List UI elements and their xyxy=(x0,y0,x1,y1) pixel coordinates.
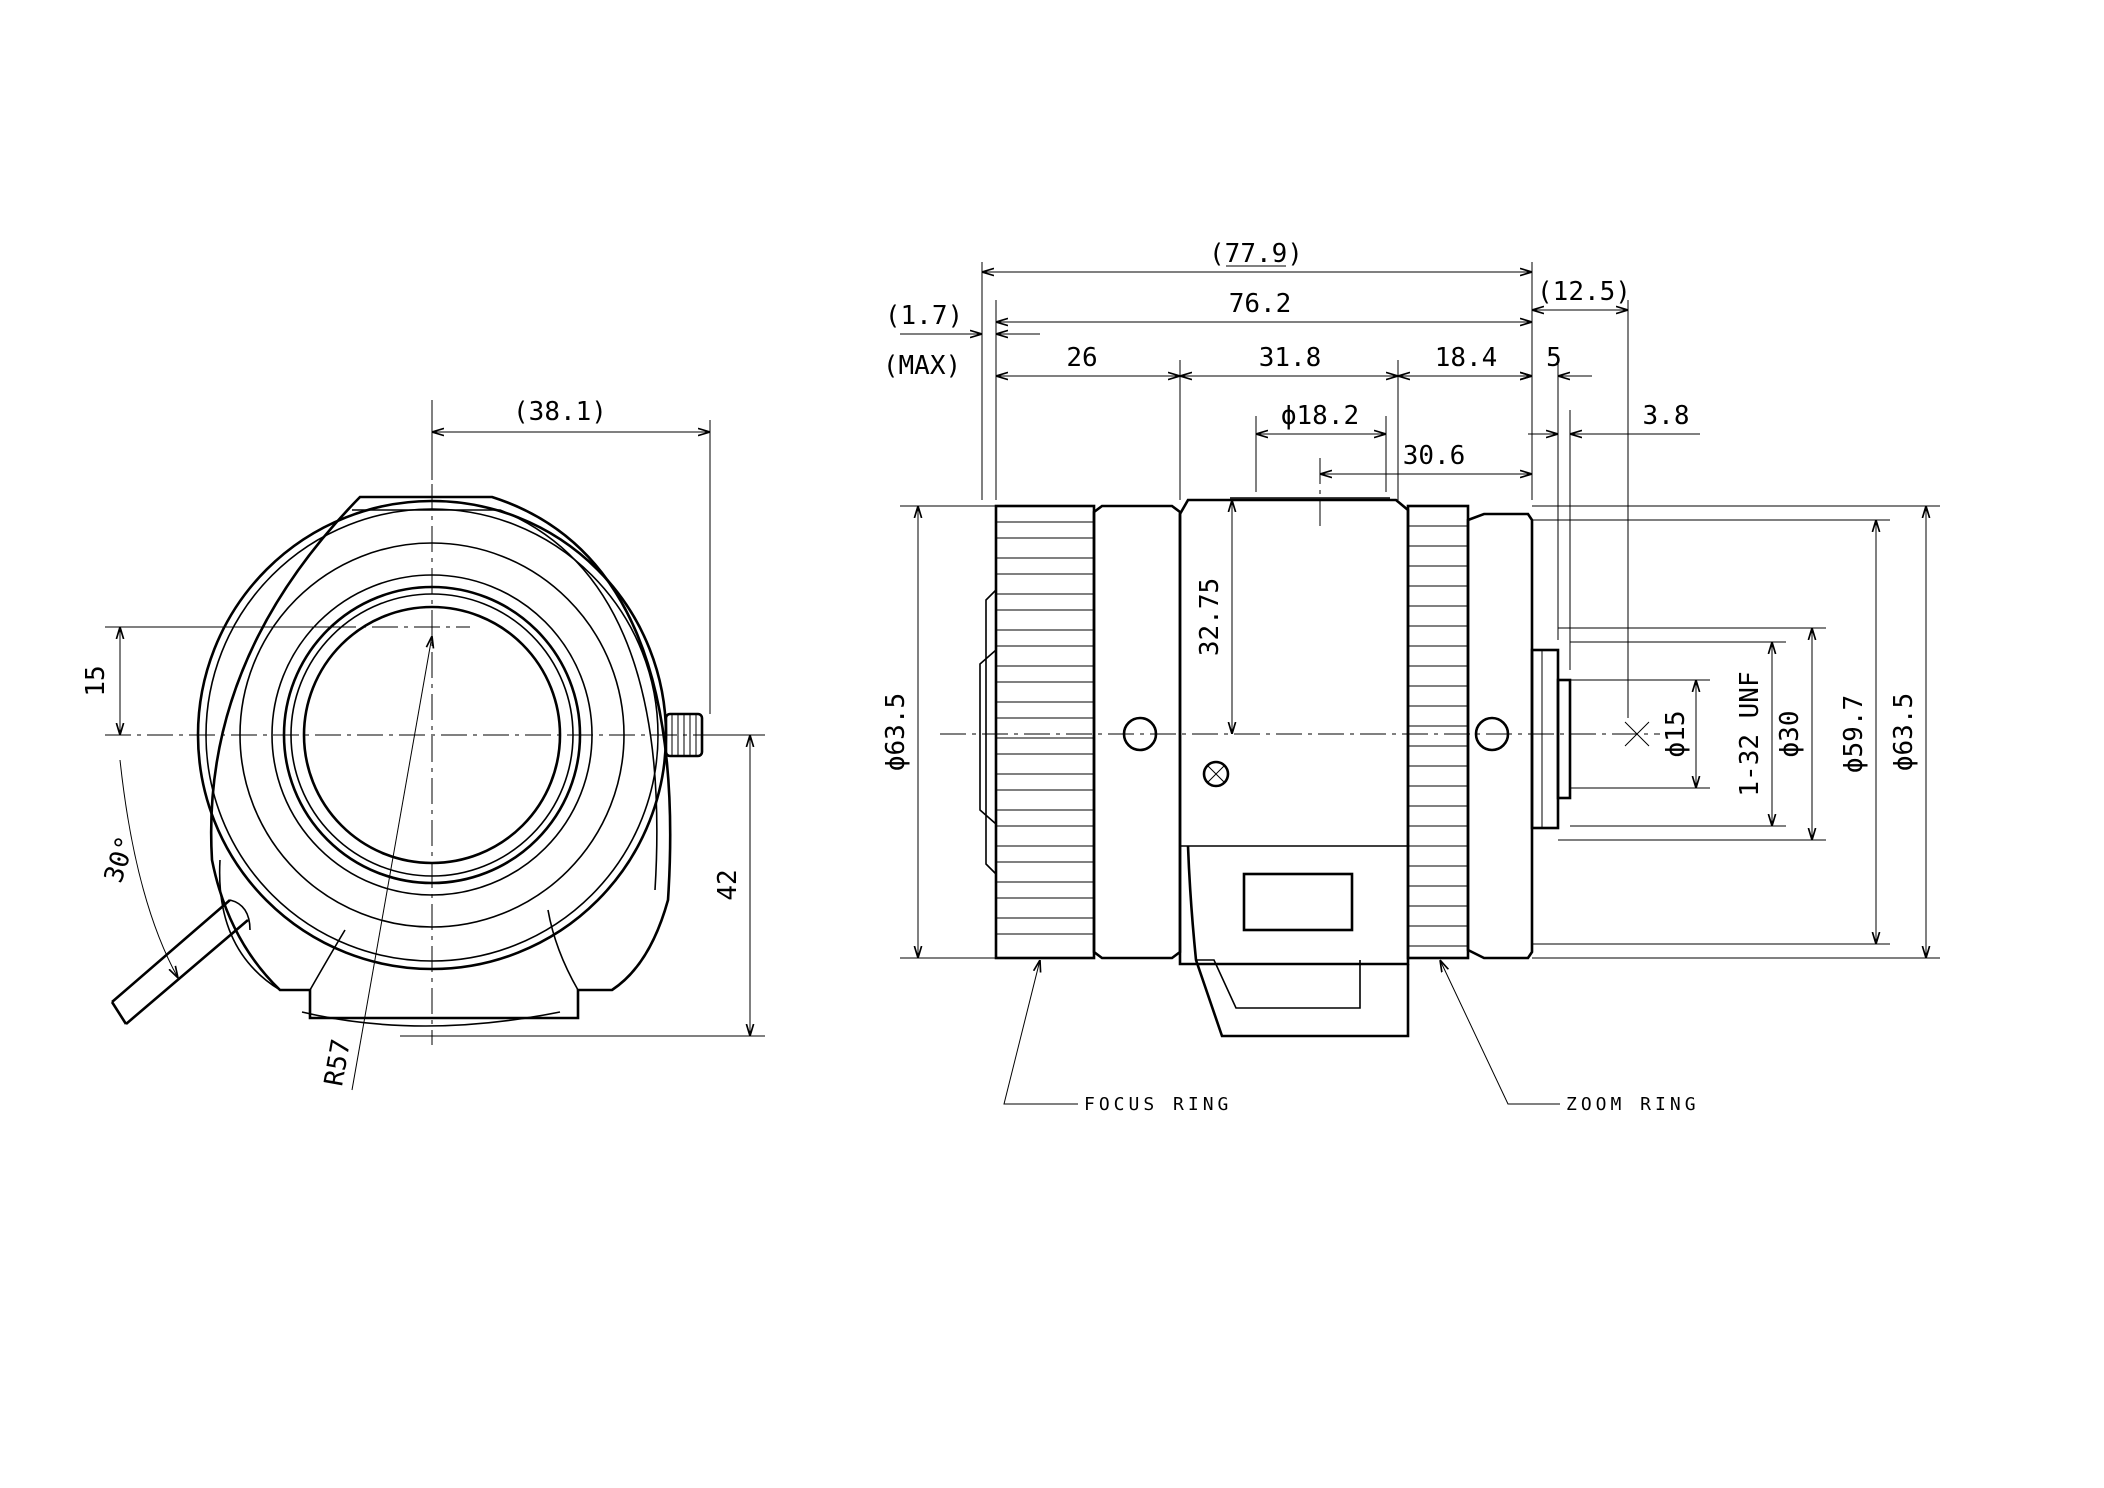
dim-diameter-15: ϕ15 xyxy=(1661,711,1691,758)
dim-30-6: 30.6 xyxy=(1403,441,1466,471)
dim-overall-length: (77.9) xyxy=(1209,239,1303,269)
dim-diameter-30: ϕ30 xyxy=(1775,711,1805,758)
dim-32-75: 32.75 xyxy=(1195,578,1225,656)
dim-front-angle: 30° xyxy=(99,833,142,887)
dim-front-offset: 15 xyxy=(81,665,111,696)
c-mount-thread xyxy=(1530,648,1560,830)
lens-body xyxy=(1178,498,1410,966)
dim-26: 26 xyxy=(1066,343,1097,373)
dim-front-height: 42 xyxy=(713,869,743,900)
dim-5: 5 xyxy=(1546,343,1562,373)
label-zoom-ring: ZOOM RING xyxy=(1566,1094,1700,1115)
iris-cable xyxy=(110,899,249,1025)
dim-max-note: (MAX) xyxy=(883,351,961,381)
dim-18-4: 18.4 xyxy=(1435,343,1498,373)
dim-diameter-left: ϕ63.5 xyxy=(881,693,911,771)
dim-back-length: (12.5) xyxy=(1537,277,1631,307)
front-housing-outline xyxy=(209,495,672,1020)
dim-hole-diameter: ϕ18.2 xyxy=(1281,401,1359,431)
side-view: (77.9) 76.2 (12.5) (1.7) (MAX) 26 31.8 1… xyxy=(881,239,1940,1115)
dim-front-width: (38.1) xyxy=(513,397,607,427)
dim-front-radius: R57 xyxy=(319,1037,357,1088)
dim-thread: 1-32 UNF xyxy=(1735,671,1765,796)
dim-31-8: 31.8 xyxy=(1259,343,1322,373)
dim-body-length: 76.2 xyxy=(1229,289,1292,319)
label-focus-ring: FOCUS RING xyxy=(1084,1094,1232,1115)
dim-diameter-63-5: ϕ63.5 xyxy=(1889,693,1919,771)
front-view: (38.1) 15 30° 42 R57 xyxy=(81,397,765,1091)
dim-3-8: 3.8 xyxy=(1643,401,1690,431)
dim-diameter-59-7: ϕ59.7 xyxy=(1839,695,1869,773)
zoom-ring xyxy=(1406,504,1470,960)
dim-max-gap: (1.7) xyxy=(885,301,963,331)
